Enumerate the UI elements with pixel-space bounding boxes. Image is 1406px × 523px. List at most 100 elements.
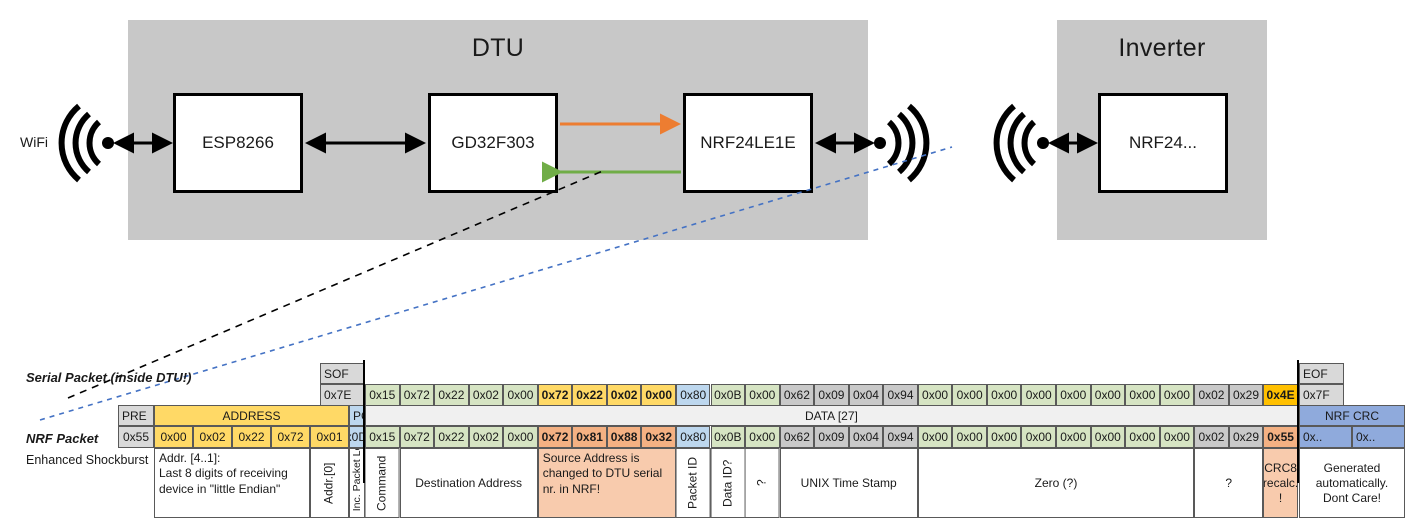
- chip-gd32f303: GD32F303: [428, 93, 558, 193]
- serial-eof-value: 0x7F: [1299, 384, 1344, 406]
- nrf-address-byte-1: 0x02: [193, 426, 232, 448]
- chip-nrf24: NRF24...: [1098, 93, 1228, 193]
- serial-byte-4: 0x00: [503, 384, 538, 406]
- nrf-byte-25: 0x29: [1228, 426, 1264, 448]
- nrf-byte-6: 0x81: [572, 426, 607, 448]
- serial-byte-23: 0x00: [1159, 384, 1195, 406]
- nrf-description-7: Data ID?: [710, 448, 746, 518]
- nrf-pre-value: 0x55: [118, 426, 154, 448]
- nrf-header-pre: PRE: [118, 405, 154, 426]
- nrf-header-crc: NRF CRC: [1299, 405, 1405, 426]
- nrf-byte-0: 0x15: [365, 426, 400, 448]
- nrf-description-4: Destination Address: [399, 448, 538, 518]
- nrf-byte-19: 0x00: [1021, 426, 1056, 448]
- chip-nrf24le1e: NRF24LE1E: [683, 93, 813, 193]
- nrf-description-9: UNIX Time Stamp: [779, 448, 918, 518]
- serial-byte-14: 0x04: [848, 384, 884, 406]
- serial-byte-16: 0x00: [917, 384, 953, 406]
- inverter-title: Inverter: [1118, 34, 1206, 62]
- nrf-description-13: Generated automatically. Dont Care!: [1299, 448, 1405, 518]
- chip-nrf24le1e-label: NRF24LE1E: [700, 133, 796, 152]
- serial-byte-10: 0x0B: [710, 384, 746, 406]
- serial-byte-26: 0x4E: [1263, 384, 1298, 406]
- serial-byte-3: 0x02: [468, 384, 504, 406]
- serial-byte-12: 0x62: [779, 384, 815, 406]
- nrf-byte-16: 0x00: [917, 426, 953, 448]
- chip-esp8266-label: ESP8266: [202, 133, 274, 152]
- nrf-description-3: Command: [365, 448, 400, 518]
- nrf-byte-20: 0x00: [1056, 426, 1091, 448]
- serial-packet-row-label: Serial Packet (inside DTU!): [26, 370, 192, 385]
- nrf-address-byte-4: 0x01: [310, 426, 349, 448]
- serial-byte-13: 0x09: [814, 384, 849, 406]
- serial-byte-1: 0x72: [399, 384, 435, 406]
- block-diagram: DTU ESP8266 GD32F303 NRF24LE1E Inverter …: [20, 20, 1267, 240]
- serial-byte-19: 0x00: [1021, 384, 1056, 406]
- separator-left: [363, 360, 365, 483]
- serial-byte-21: 0x00: [1090, 384, 1126, 406]
- nrf-address-byte-0: 0x00: [154, 426, 193, 448]
- nrf-description-11: ?: [1194, 448, 1264, 518]
- nrf-byte-10: 0x0B: [710, 426, 746, 448]
- serial-byte-9: 0x80: [675, 384, 711, 406]
- nrf-byte-21: 0x00: [1090, 426, 1126, 448]
- serial-byte-6: 0x22: [572, 384, 607, 406]
- nrf-byte-23: 0x00: [1159, 426, 1195, 448]
- nrf-byte-17: 0x00: [952, 426, 987, 448]
- serial-byte-25: 0x29: [1228, 384, 1264, 406]
- nrf-crc-byte-0: 0x..: [1299, 426, 1352, 448]
- nrf-byte-2: 0x22: [434, 426, 469, 448]
- separator-right: [1297, 360, 1299, 483]
- nrf-crc-byte-1: 0x..: [1352, 426, 1405, 448]
- serial-byte-5: 0x72: [537, 384, 573, 406]
- nrf-description-1: Addr.[0]: [310, 448, 349, 518]
- nrf-byte-9: 0x80: [675, 426, 711, 448]
- enhanced-shockburst-label: Enhanced Shockburst: [26, 453, 149, 467]
- nrf-byte-24: 0x02: [1194, 426, 1229, 448]
- chip-esp8266: ESP8266: [173, 93, 303, 193]
- serial-byte-8: 0x00: [641, 384, 676, 406]
- nrf-byte-8: 0x32: [641, 426, 676, 448]
- nrf-description-10: Zero (?): [917, 448, 1195, 518]
- nrf-address-byte-2: 0x22: [232, 426, 271, 448]
- chip-nrf24-label: NRF24...: [1128, 133, 1198, 152]
- nrf-description-8: ?: [745, 448, 780, 518]
- serial-byte-18: 0x00: [986, 384, 1022, 406]
- nrf-byte-4: 0x00: [503, 426, 538, 448]
- serial-byte-7: 0x02: [606, 384, 642, 406]
- nrf-address-byte-3: 0x72: [271, 426, 310, 448]
- chip-gd32f303-label: GD32F303: [451, 133, 535, 152]
- inverter-enclosure: Inverter: [1057, 20, 1267, 240]
- nrf-byte-18: 0x00: [986, 426, 1022, 448]
- nrf-packet-row-label: NRF Packet: [26, 431, 99, 446]
- nrf-header-data: DATA [27]: [365, 405, 1298, 426]
- serial-byte-24: 0x02: [1194, 384, 1229, 406]
- serial-byte-2: 0x22: [434, 384, 469, 406]
- packet-tables: Serial Packet (inside DTU!) NRF Packet E…: [0, 340, 1406, 523]
- nrf-byte-1: 0x72: [399, 426, 435, 448]
- serial-eof-header: EOF: [1299, 363, 1344, 384]
- nrf-byte-5: 0x72: [537, 426, 573, 448]
- serial-byte-15: 0x94: [883, 384, 918, 406]
- serial-byte-11: 0x00: [745, 384, 780, 406]
- nrf-description-0: Addr. [4..1]:Last 8 digits of receiving …: [154, 448, 310, 518]
- serial-byte-0: 0x15: [365, 384, 400, 406]
- nrf-byte-22: 0x00: [1125, 426, 1160, 448]
- serial-byte-20: 0x00: [1056, 384, 1091, 406]
- serial-byte-17: 0x00: [952, 384, 987, 406]
- nrf-description-12: CRC8 recalc. !: [1263, 448, 1298, 518]
- nrf-pcf-value: 0x0DA: [349, 426, 365, 448]
- dtu-title: DTU: [471, 34, 525, 62]
- nrf-byte-3: 0x02: [468, 426, 504, 448]
- wifi-label: WiFi: [20, 134, 48, 150]
- nrf-byte-7: 0x88: [606, 426, 642, 448]
- serial-sof-value: 0x7E: [320, 384, 365, 406]
- nrf-byte-15: 0x94: [883, 426, 918, 448]
- nrf-byte-13: 0x09: [814, 426, 849, 448]
- nrf-byte-14: 0x04: [848, 426, 884, 448]
- nrf-description-5: Source Address is changed to DTU serial …: [537, 448, 676, 518]
- nrf-byte-11: 0x00: [745, 426, 780, 448]
- serial-sof-header: SOF: [320, 363, 365, 384]
- nrf-description-6: Packet ID: [675, 448, 711, 518]
- nrf-byte-26: 0x55: [1263, 426, 1298, 448]
